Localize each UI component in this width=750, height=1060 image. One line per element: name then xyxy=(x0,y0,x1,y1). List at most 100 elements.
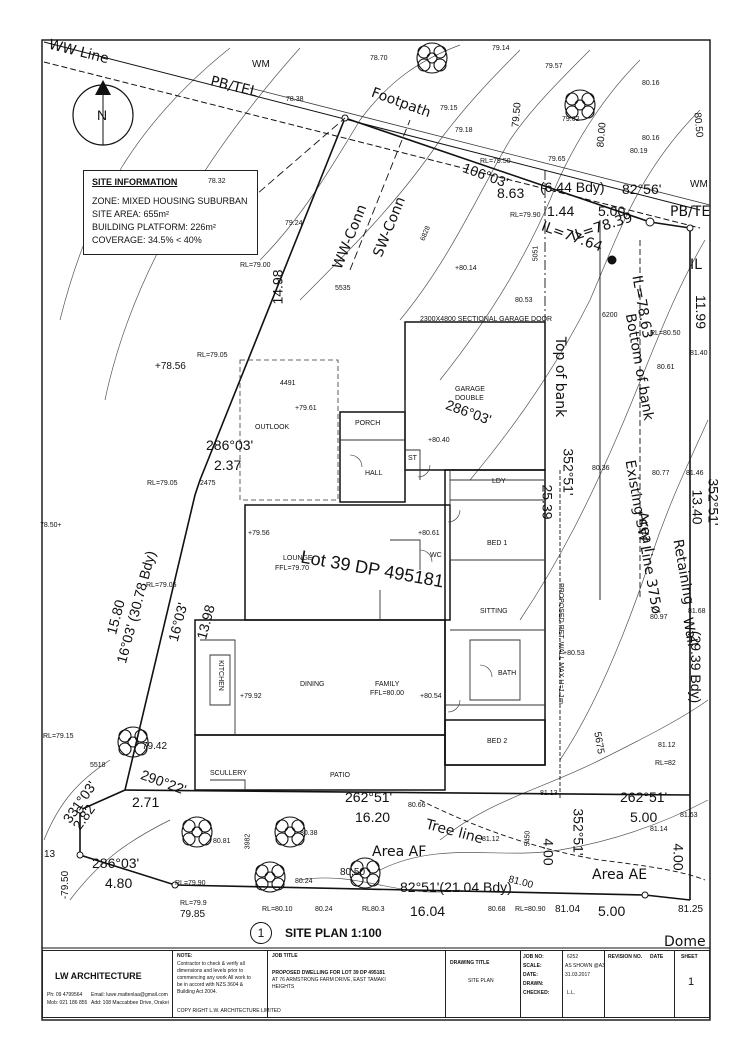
tb-note-heading: NOTE: xyxy=(177,953,193,959)
level-18: +80.14 xyxy=(455,265,477,272)
level-23: RL=79.05 xyxy=(197,352,228,359)
level-34: 78.50+ xyxy=(40,522,62,529)
room-bed1: BED 1 xyxy=(487,540,508,547)
room-wc: WC xyxy=(430,552,442,559)
level-14: 80.19 xyxy=(630,148,648,155)
level-58: 80.50 xyxy=(340,867,366,878)
tb-drawing-title: SITE PLAN xyxy=(468,978,494,984)
room-bath: BATH xyxy=(498,670,517,677)
r-bearing-2: 352°51' xyxy=(570,808,587,856)
bearing-2: 82°56' xyxy=(622,181,662,197)
level-4: 78.38 xyxy=(286,96,304,103)
level-36: +80.61 xyxy=(418,530,440,537)
tb-note-4: be in accord with NZS 3604 & xyxy=(177,982,244,988)
building-outline xyxy=(194,321,546,791)
level-75: 79.14 xyxy=(492,45,510,52)
interior-walls xyxy=(200,400,545,790)
level-48: 80.66 xyxy=(408,802,426,809)
level-12: RL=79.50 xyxy=(480,158,511,165)
level-54: 80.81 xyxy=(213,838,231,845)
level-27: 80.61 xyxy=(657,364,675,371)
right-dist-1: 11.99 xyxy=(693,295,709,329)
bottom-bearing: 82°51'(21.04 Bdy) xyxy=(400,879,512,895)
room-porch: PORCH xyxy=(355,420,381,427)
boundary-markers xyxy=(76,114,694,899)
tb-job-3: HEIGHTS xyxy=(272,984,295,990)
pb-te-label: PB/TE xyxy=(670,204,711,220)
tb-note-cell: NOTE: Contractor to check & verify all d… xyxy=(173,951,281,1017)
level-56: RL=79.90 xyxy=(175,880,206,887)
left-dist-1: 14.98 xyxy=(269,269,286,305)
tb-date-label: DATE: xyxy=(523,972,538,978)
level-25: RL=80.50 xyxy=(650,330,681,337)
level-30: 80.77 xyxy=(652,470,670,477)
room-patio: PATIO xyxy=(330,772,350,779)
level-51: 80.38 xyxy=(300,830,318,837)
level-74: 6200 xyxy=(602,312,618,319)
level-40: +80.53 xyxy=(563,650,585,657)
level-47: 81.13 xyxy=(540,790,558,797)
left-dist-2: 2.37 xyxy=(214,457,242,473)
level-63: 80.24 xyxy=(315,906,333,913)
level-70: 13 xyxy=(44,849,56,860)
site-platform: BUILDING PLATFORM: 226m² xyxy=(92,222,216,232)
level-22: +78.56 xyxy=(155,361,186,372)
tb-sheet-label: SHEET xyxy=(681,954,698,960)
tb-values-cell: 6252 AS SHOWN @A3 31.03.2017 L.L. xyxy=(563,951,605,1017)
tb-job-no: 6252 xyxy=(567,954,579,960)
proposed-wall-label: PROPOSED RET. WALL MAX H=1.1m xyxy=(557,582,565,705)
tb-job-1: PROPOSED DWELLING FOR LOT 39 DP 495181 xyxy=(272,970,385,976)
il-4-label: IL xyxy=(690,257,702,273)
title-block: LW ARCHITECTURE Ph: 09 4799564 Mob: 021 … xyxy=(42,950,710,1018)
plan-title: SITE PLAN 1:100 xyxy=(285,926,382,940)
level-60: 79.85 xyxy=(180,909,206,920)
level-52: 81.12 xyxy=(482,836,500,843)
level-46: RL=82 xyxy=(655,760,676,767)
level-3: 80.16 xyxy=(642,80,660,87)
tb-logo-cell: LW ARCHITECTURE Ph: 09 4799564 Mob: 021 … xyxy=(43,951,173,1017)
tb-email: Email: luwe.mattenlaa@gmail.com xyxy=(91,992,168,998)
level-38: 80.97 xyxy=(650,614,668,621)
level-15: RL=79.90 xyxy=(510,212,541,219)
tb-job-cell: JOB TITLE PROPOSED DWELLING FOR LOT 39 D… xyxy=(268,951,446,1017)
mid-bearing-2: 262°51' xyxy=(620,789,668,805)
bdy-note-1: (6.44 Bdy) xyxy=(540,179,605,195)
bottom-dist: 16.04 xyxy=(410,903,446,919)
level-37: RL=79.05 xyxy=(146,582,177,589)
mid-bearing-1: 262°51' xyxy=(345,789,393,805)
level-77: 5535 xyxy=(335,285,351,292)
level-1: 78.70 xyxy=(370,55,388,62)
tb-revision-cell: REVISION NO. DATE xyxy=(605,951,675,1017)
north-letter: N xyxy=(97,107,108,123)
level-33: 2475 xyxy=(200,480,216,487)
level-42: +80.54 xyxy=(420,693,442,700)
level-24: +79.61 xyxy=(295,405,317,412)
area-ae-label: Area AE xyxy=(592,867,648,883)
tb-date: 31.03.2017 xyxy=(565,972,591,978)
level-55: 3982 xyxy=(244,833,252,850)
tb-mobile: Mob: 021 186 855 xyxy=(47,1000,88,1006)
wm-label-2: WM xyxy=(690,179,708,190)
level-35: +79.56 xyxy=(248,530,270,537)
level-13: 79.65 xyxy=(548,156,566,163)
tb-note-2: dimensions and levels prior to xyxy=(177,968,244,974)
level-64: RL80.3 xyxy=(362,906,385,913)
room-sitting: SITTING xyxy=(480,608,508,615)
level-32: RL=79.05 xyxy=(147,480,178,487)
right-dist-2: 13.40 xyxy=(689,489,706,525)
level-19: 5051 xyxy=(532,245,540,262)
bottom-dist-2: 5.00 xyxy=(598,903,626,919)
tree-icons xyxy=(117,42,596,893)
level-43: RL=79.15 xyxy=(43,733,74,740)
dome-label: Dome xyxy=(664,934,706,950)
tb-job-no-label: JOB NO: xyxy=(523,954,544,960)
room-ldy: LDY xyxy=(492,478,506,485)
level-69: -79.50 xyxy=(60,870,72,900)
garage-door-label: 2300X4800 SECTIONAL GARAGE DOOR xyxy=(420,316,553,323)
level-67: 81.04 xyxy=(555,904,581,915)
level-72: 4491 xyxy=(280,380,296,387)
tb-checked: L.L. xyxy=(567,990,576,996)
tb-drawing-heading: DRAWING TITLE xyxy=(450,960,490,966)
room-family: FAMILY xyxy=(375,681,400,688)
room-scullery: SCULLERY xyxy=(210,770,247,777)
